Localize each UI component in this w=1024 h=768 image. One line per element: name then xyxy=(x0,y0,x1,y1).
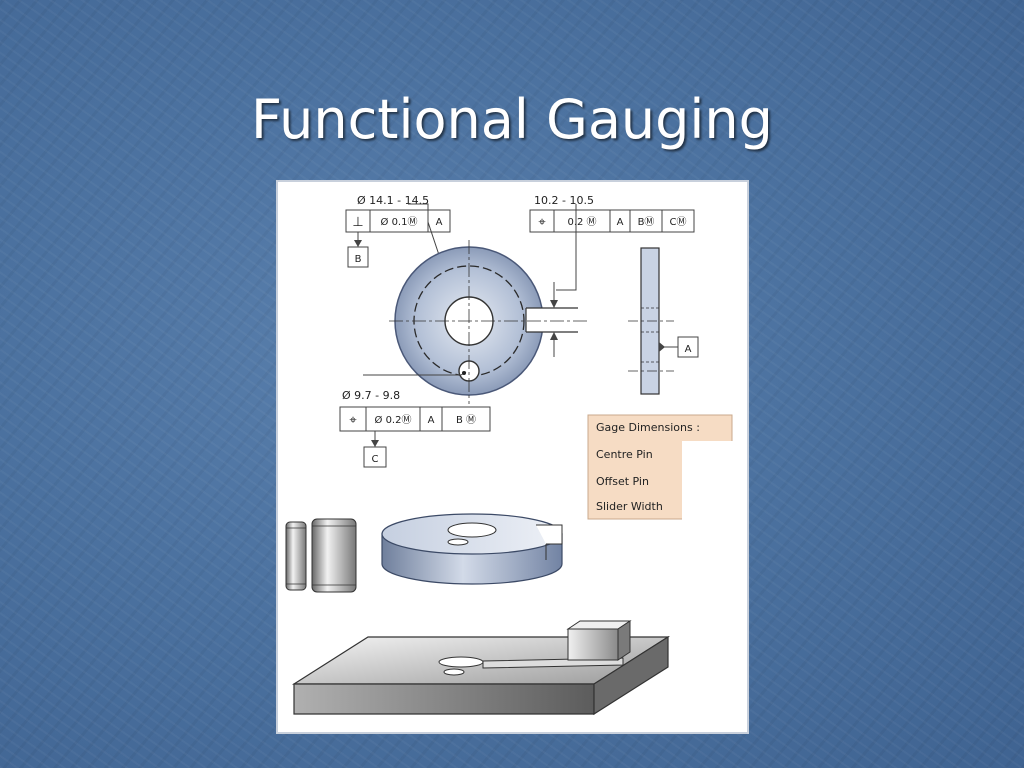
datum-b-label: B xyxy=(355,254,362,265)
small-datum-b: B Ⓜ xyxy=(456,414,476,426)
gage-title: Gage Dimensions : xyxy=(596,421,700,434)
datum-c-label: C xyxy=(372,454,379,465)
slide-title: Functional Gauging xyxy=(251,88,773,151)
datum-c-box xyxy=(363,446,387,468)
gauging-figure: Ø 14.1 - 14.5 ⊥ Ø 0.1Ⓜ A B 10.2 - 10.5 xyxy=(276,180,749,734)
position-icon: ⌖ xyxy=(538,215,546,230)
slot-datum-b: BⓂ xyxy=(638,216,655,228)
small-tolerance: Ø 0.2Ⓜ xyxy=(375,414,412,426)
gauge-fixture-3d xyxy=(291,620,671,716)
small-datum-a: A xyxy=(428,415,435,426)
small-leader-dot xyxy=(462,371,466,375)
gage-dimensions-table: Gage Dimensions : Centre Pin Offset Pin … xyxy=(587,414,736,524)
perp-tolerance: Ø 0.1Ⓜ xyxy=(381,216,418,228)
perpendicularity-icon: ⊥ xyxy=(352,215,363,230)
datum-b-triangle xyxy=(354,240,362,247)
slot-datum-c: CⓂ xyxy=(670,216,687,228)
slot-datum-a: A xyxy=(617,217,624,228)
gage-pins xyxy=(285,518,357,593)
gage-row-slider-width: Slider Width xyxy=(596,500,663,513)
disc-3d-view xyxy=(381,513,563,585)
small-hole-position-frame: ⌖ Ø 0.2Ⓜ A B Ⓜ xyxy=(339,406,491,432)
slot-size-label: 10.2 - 10.5 xyxy=(534,194,594,207)
datum-b-box xyxy=(347,246,369,268)
perpendicularity-frame: ⊥ Ø 0.1Ⓜ A xyxy=(345,209,451,233)
datum-a-label: A xyxy=(685,344,692,355)
small-hole-size-label: Ø 9.7 - 9.8 xyxy=(342,389,400,402)
slot-position-frame: ⌖ 0.2 Ⓜ A BⓂ CⓂ xyxy=(529,209,695,233)
datum-a-box xyxy=(677,336,699,358)
main-hole-size-label: Ø 14.1 - 14.5 xyxy=(357,194,429,207)
gage-row-centre-pin: Centre Pin xyxy=(596,448,653,461)
small-position-icon: ⌖ xyxy=(349,413,357,428)
gage-row-offset-pin: Offset Pin xyxy=(596,475,649,488)
disc-side-view xyxy=(628,247,678,395)
disc-plan-view xyxy=(389,240,588,404)
datum-c-triangle xyxy=(371,440,379,447)
perp-datum: A xyxy=(436,217,443,228)
engineering-drawing: Ø 14.1 - 14.5 ⊥ Ø 0.1Ⓜ A B 10.2 - 10.5 xyxy=(285,194,736,716)
slot-dimension xyxy=(550,204,577,357)
slot-tolerance: 0.2 Ⓜ xyxy=(567,216,596,228)
